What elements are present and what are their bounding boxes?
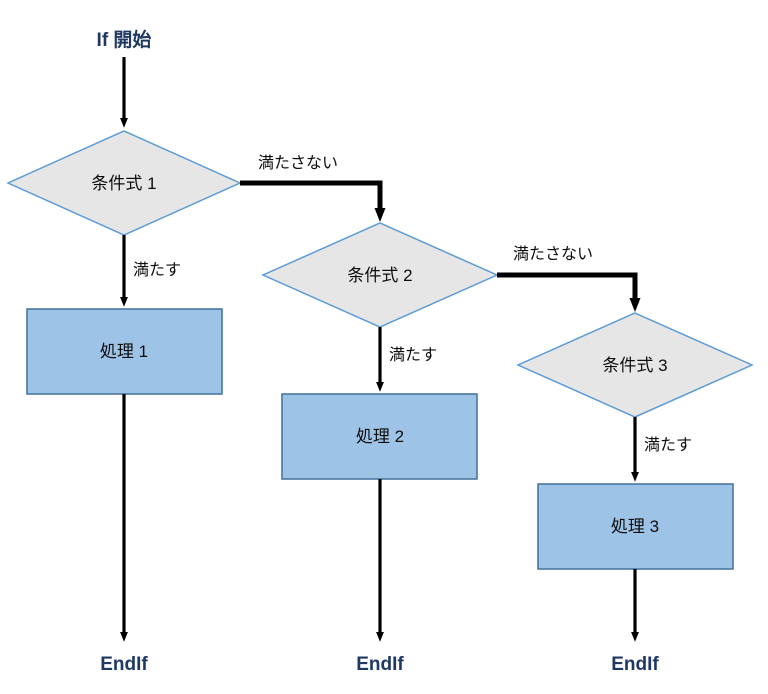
end-label-3: EndIf <box>611 654 659 675</box>
decision-3-label: 条件式 3 <box>602 356 667 375</box>
connector-decision-2-false <box>497 272 641 312</box>
edge-label-decision-1-true: 満たす <box>133 261 181 279</box>
process-node-1[interactable]: 処理 1 <box>26 308 223 395</box>
connector-decision-1-false <box>240 180 386 222</box>
process-node-3[interactable]: 処理 3 <box>537 483 734 570</box>
decision-1-label: 条件式 1 <box>91 174 156 193</box>
decision-node-2[interactable]: 条件式 2 <box>261 222 499 328</box>
process-node-2[interactable]: 処理 2 <box>281 393 478 480</box>
edge-label-decision-1-false: 満たさない <box>258 154 338 172</box>
edge-label-decision-2-false: 満たさない <box>513 245 593 263</box>
edge-label-decision-3-true: 満たす <box>644 436 692 454</box>
edge-label-decision-2-true: 満たす <box>389 346 437 364</box>
process-3-label: 処理 3 <box>611 517 659 536</box>
process-1-shape <box>26 308 223 395</box>
decision-2-label: 条件式 2 <box>347 266 412 285</box>
end-label-2: EndIf <box>356 654 404 675</box>
process-2-label: 処理 2 <box>356 427 404 446</box>
start-label: If 開始 <box>97 28 152 51</box>
end-label-1: EndIf <box>100 654 148 675</box>
process-3-shape <box>537 483 734 570</box>
process-1-label: 処理 1 <box>100 342 148 361</box>
